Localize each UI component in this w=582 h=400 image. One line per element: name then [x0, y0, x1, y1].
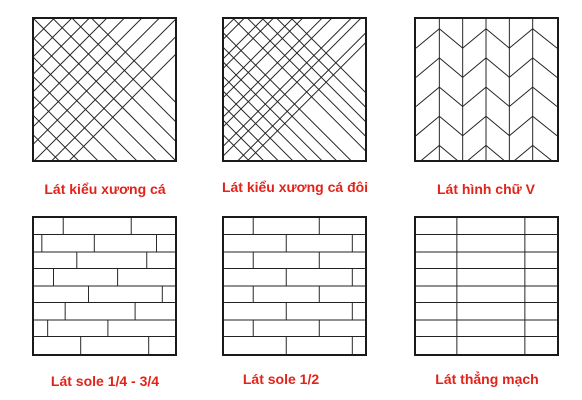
herringbone-pattern: [34, 19, 175, 160]
half-offset-tile: [222, 216, 367, 356]
quarter-offset-pattern: [34, 218, 175, 354]
chevron-pattern: [416, 19, 557, 160]
chevron-tile: [414, 17, 559, 162]
straight-caption: Lát thẳng mạch: [435, 371, 539, 387]
double-herringbone-tile: [222, 17, 367, 162]
straight-tile: [414, 216, 559, 356]
chevron-caption: Lát hình chữ V: [436, 181, 536, 197]
double-herringbone-pattern: [224, 19, 365, 160]
straight-pattern: [416, 218, 557, 354]
half-offset-caption: Lát sole 1/2: [242, 371, 320, 387]
herringbone-caption: Lát kiểu xương cá: [44, 181, 166, 197]
quarter-offset-tile: [32, 216, 177, 356]
herringbone-tile: [32, 17, 177, 162]
quarter-offset-caption: Lát sole 1/4 - 3/4: [50, 373, 160, 389]
half-offset-pattern: [224, 218, 365, 354]
double-herringbone-caption: Lát kiểu xương cá đôi: [221, 179, 369, 195]
